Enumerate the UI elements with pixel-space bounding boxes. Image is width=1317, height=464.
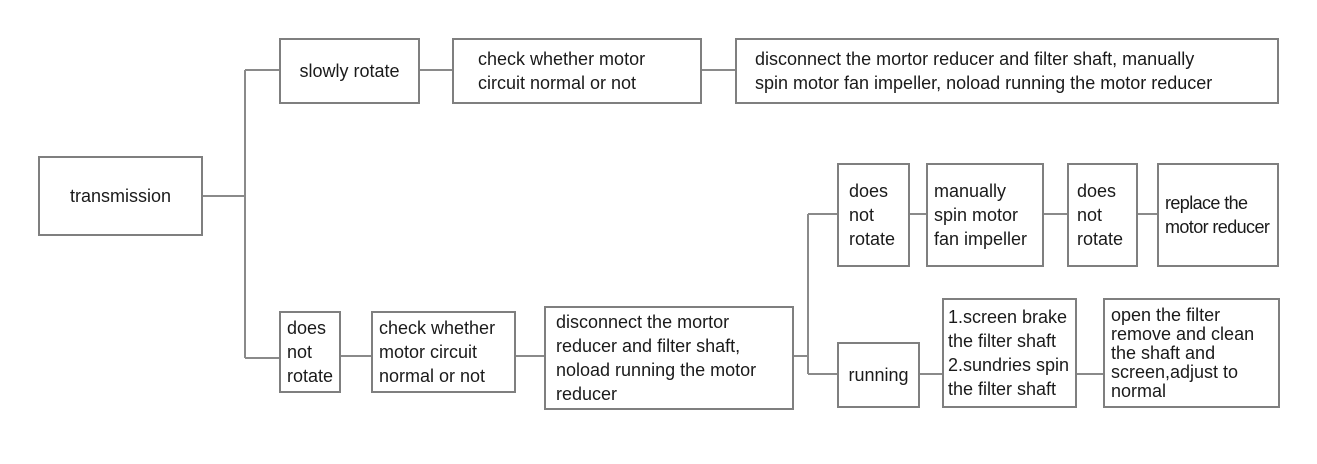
node-disconnect-noload-lower: disconnect the mortor reducer and filter… xyxy=(544,306,794,410)
node-disconnect-spin-upper: disconnect the mortor reducer and filter… xyxy=(735,38,1279,104)
node-label: check whether motor circuit normal or no… xyxy=(478,49,646,93)
node-label: replace the motor reducer xyxy=(1165,193,1270,237)
node-result-does-not-rotate: does not rotate xyxy=(837,163,910,267)
node-label: running xyxy=(848,365,909,385)
node-open-filter-clean: open the filter remove and clean the sha… xyxy=(1103,298,1280,408)
node-manually-spin: manually spin motor fan impeller xyxy=(926,163,1044,267)
node-does-not-rotate: does not rotate xyxy=(279,311,341,393)
node-label: check whether motor circuit normal or no… xyxy=(379,318,496,386)
node-label: disconnect the mortor reducer and filter… xyxy=(556,312,757,404)
node-label: open the filter remove and clean the sha… xyxy=(1111,304,1255,401)
node-label: slowly rotate xyxy=(299,61,400,81)
node-label: disconnect the mortor reducer and filter… xyxy=(755,49,1213,93)
node-cause-screen-sundries: 1.screen brake the filter shaft 2.sundri… xyxy=(942,298,1077,408)
node-result-does-not-rotate-2: does not rotate xyxy=(1067,163,1138,267)
node-check-motor-circuit-upper: check whether motor circuit normal or no… xyxy=(452,38,702,104)
node-running: running xyxy=(837,342,920,408)
node-label: does not rotate xyxy=(849,181,896,249)
node-label: transmission xyxy=(69,186,172,206)
node-check-motor-circuit-lower: check whether motor circuit normal or no… xyxy=(371,311,516,393)
node-label: 1.screen brake the filter shaft 2.sundri… xyxy=(948,307,1070,399)
node-label: does not rotate xyxy=(287,318,334,386)
node-replace-motor-reducer: replace the motor reducer xyxy=(1157,163,1279,267)
node-label: does not rotate xyxy=(1077,181,1124,249)
node-label: manually spin motor fan impeller xyxy=(934,181,1028,249)
node-slowly-rotate: slowly rotate xyxy=(279,38,420,104)
node-transmission: transmission xyxy=(38,156,203,236)
